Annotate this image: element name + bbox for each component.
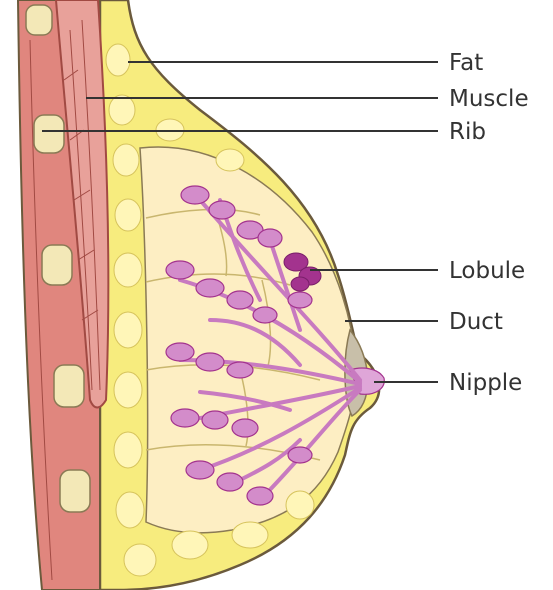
rib-3 [54,365,84,407]
rib-2 [42,245,72,285]
label-muscle: Muscle [449,86,529,112]
rib-5 [26,5,52,35]
labels: Fat Muscle Rib Lobule Duct Nipple [449,50,529,396]
label-lobule: Lobule [449,258,525,284]
label-duct: Duct [449,309,503,335]
chest-wall [18,0,108,590]
rib-4 [60,470,90,512]
label-fat: Fat [449,50,483,76]
label-nipple: Nipple [449,370,522,396]
label-rib: Rib [449,119,486,145]
rib-1 [34,115,64,153]
